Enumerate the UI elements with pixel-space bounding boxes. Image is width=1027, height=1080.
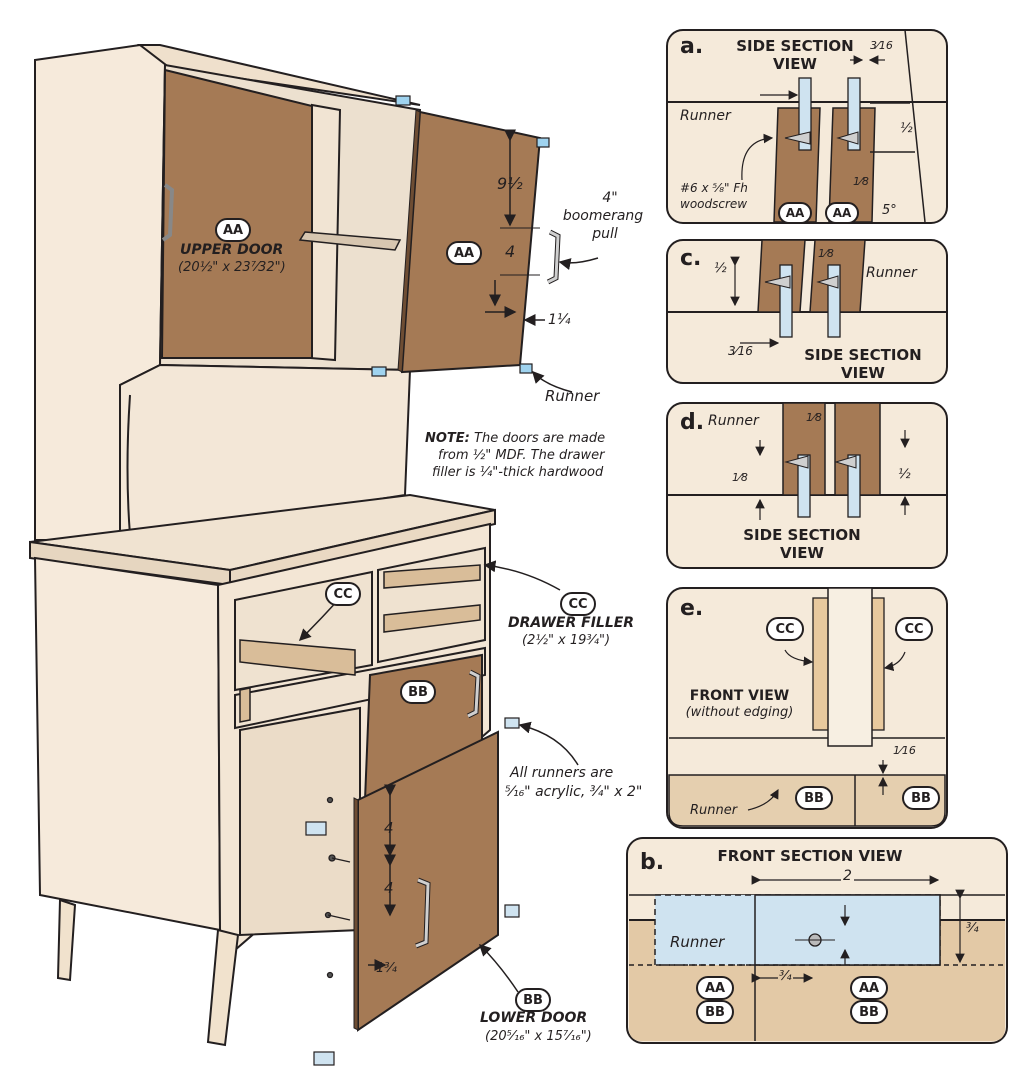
panel-b-dim-2: ¾ — [966, 921, 979, 936]
runners-note-2: ⁵⁄₁₆" acrylic, ¾" x 2" — [505, 784, 643, 800]
panel-c-runner: Runner — [866, 265, 917, 281]
panel-e-badge-3: BB — [795, 786, 833, 810]
panel-c-graphic — [666, 239, 948, 384]
panel-a-badge-2: AA — [825, 202, 859, 224]
panel-e-badge-2: CC — [895, 617, 933, 641]
panel-a-title-2: VIEW — [773, 55, 817, 73]
panel-c-dim-2: 1⁄8 — [818, 247, 834, 260]
drawer-filler-title: DRAWER FILLER — [508, 615, 635, 631]
lower-dim-1: 4 — [384, 819, 394, 837]
panel-c-dim-3: 3⁄16 — [728, 344, 753, 358]
upper-door-title: UPPER DOOR — [180, 242, 284, 258]
panel-a-dim-2: ½ — [900, 121, 913, 136]
panel-d-title-2: VIEW — [780, 544, 824, 562]
panel-b-dim-3: ¾ — [778, 969, 793, 985]
panel-d-graphic — [666, 402, 948, 569]
lower-cabinet-side — [33, 556, 222, 932]
drawer-filler-badge-left: CC — [325, 582, 361, 606]
panel-b-dim-1: 2 — [841, 868, 854, 885]
panel-e-badge-4: BB — [902, 786, 940, 810]
upper-dim-3: 1¼ — [548, 312, 571, 328]
panel-a-screw-1: #6 x ⁵⁄₈" Fh — [680, 181, 748, 195]
lower-door-badge: BB — [515, 988, 551, 1012]
runners-note-1: All runners are — [510, 765, 614, 781]
panel-a-letter: a. — [680, 34, 704, 59]
note-line-2: from ½" MDF. The drawer — [438, 448, 605, 463]
upper-door-size: (20½" x 23⁷⁄32") — [178, 260, 286, 275]
panel-c-title-2: VIEW — [841, 364, 885, 382]
lower-dim-3: 1¾ — [376, 961, 397, 976]
panel-c-letter: c. — [680, 246, 702, 271]
panel-a-title-1: SIDE SECTION — [736, 37, 854, 55]
upper-dim-2: 4 — [505, 242, 516, 261]
panel-b-badge-4: BB — [850, 1000, 888, 1024]
panel-d-dim-2: 1⁄8 — [732, 471, 748, 484]
panel-e-letter: e. — [680, 596, 704, 621]
runner-label-main: Runner — [545, 387, 600, 405]
panel-b-badge-1: AA — [696, 976, 734, 1000]
pull-label-2: boomerang — [562, 208, 644, 224]
lower-door-size: (20⁵⁄₁₆" x 15⁷⁄₁₆") — [485, 1029, 592, 1044]
panel-e-graphic — [666, 587, 948, 829]
lower-door-badge-back: BB — [400, 680, 436, 704]
panel-e-dim: 1⁄16 — [893, 744, 916, 757]
panel-d-runner: Runner — [708, 413, 759, 429]
panel-b-badge-2: BB — [696, 1000, 734, 1024]
upper-door-badge: AA — [215, 218, 251, 242]
panel-b-badge-3: AA — [850, 976, 888, 1000]
panel-b-title: FRONT SECTION VIEW — [717, 847, 903, 865]
panel-a-angle: 5° — [882, 203, 897, 218]
panel-d-dim-3: ½ — [898, 467, 911, 482]
panel-d-letter: d. — [680, 410, 705, 435]
upper-dim-1: 9½ — [497, 174, 523, 193]
pull-label-1: 4" — [602, 190, 618, 206]
panel-d-title-1: SIDE SECTION — [743, 526, 861, 544]
note-line-1: NOTE: The doors are made — [425, 431, 606, 446]
panel-c-title-1: SIDE SECTION — [804, 346, 922, 364]
lower-door-title: LOWER DOOR — [480, 1010, 588, 1026]
panel-b-runner: Runner — [670, 933, 725, 951]
pull-label-3: pull — [592, 226, 618, 242]
panel-c-dim-1: ½ — [714, 261, 727, 276]
panel-d-dim-1: 1⁄8 — [806, 411, 822, 424]
lower-dim-2: 4 — [384, 879, 394, 897]
drawer-filler-badge: CC — [560, 592, 596, 616]
note-line-3: filler is ¼"-thick hardwood — [432, 465, 604, 480]
panel-a-runner: Runner — [680, 108, 731, 124]
panel-e-runner: Runner — [690, 803, 738, 818]
panel-a-badge-1: AA — [778, 202, 812, 224]
panel-a-dim-3: 1⁄8 — [853, 175, 869, 188]
upper-door-left — [160, 68, 313, 359]
panel-a-screw-2: woodscrew — [680, 197, 748, 211]
drawer-filler-size: (2½" x 19¾") — [522, 633, 611, 648]
panel-a-graphic — [666, 29, 948, 224]
panel-e-badge-1: CC — [766, 617, 804, 641]
panel-e-title-1: FRONT VIEW — [689, 688, 790, 704]
panel-b-letter: b. — [640, 850, 665, 875]
upper-door-right-badge: AA — [446, 241, 482, 265]
panel-e-title-2: (without edging) — [685, 705, 794, 720]
panel-a-dim-1: 3⁄16 — [870, 39, 893, 52]
